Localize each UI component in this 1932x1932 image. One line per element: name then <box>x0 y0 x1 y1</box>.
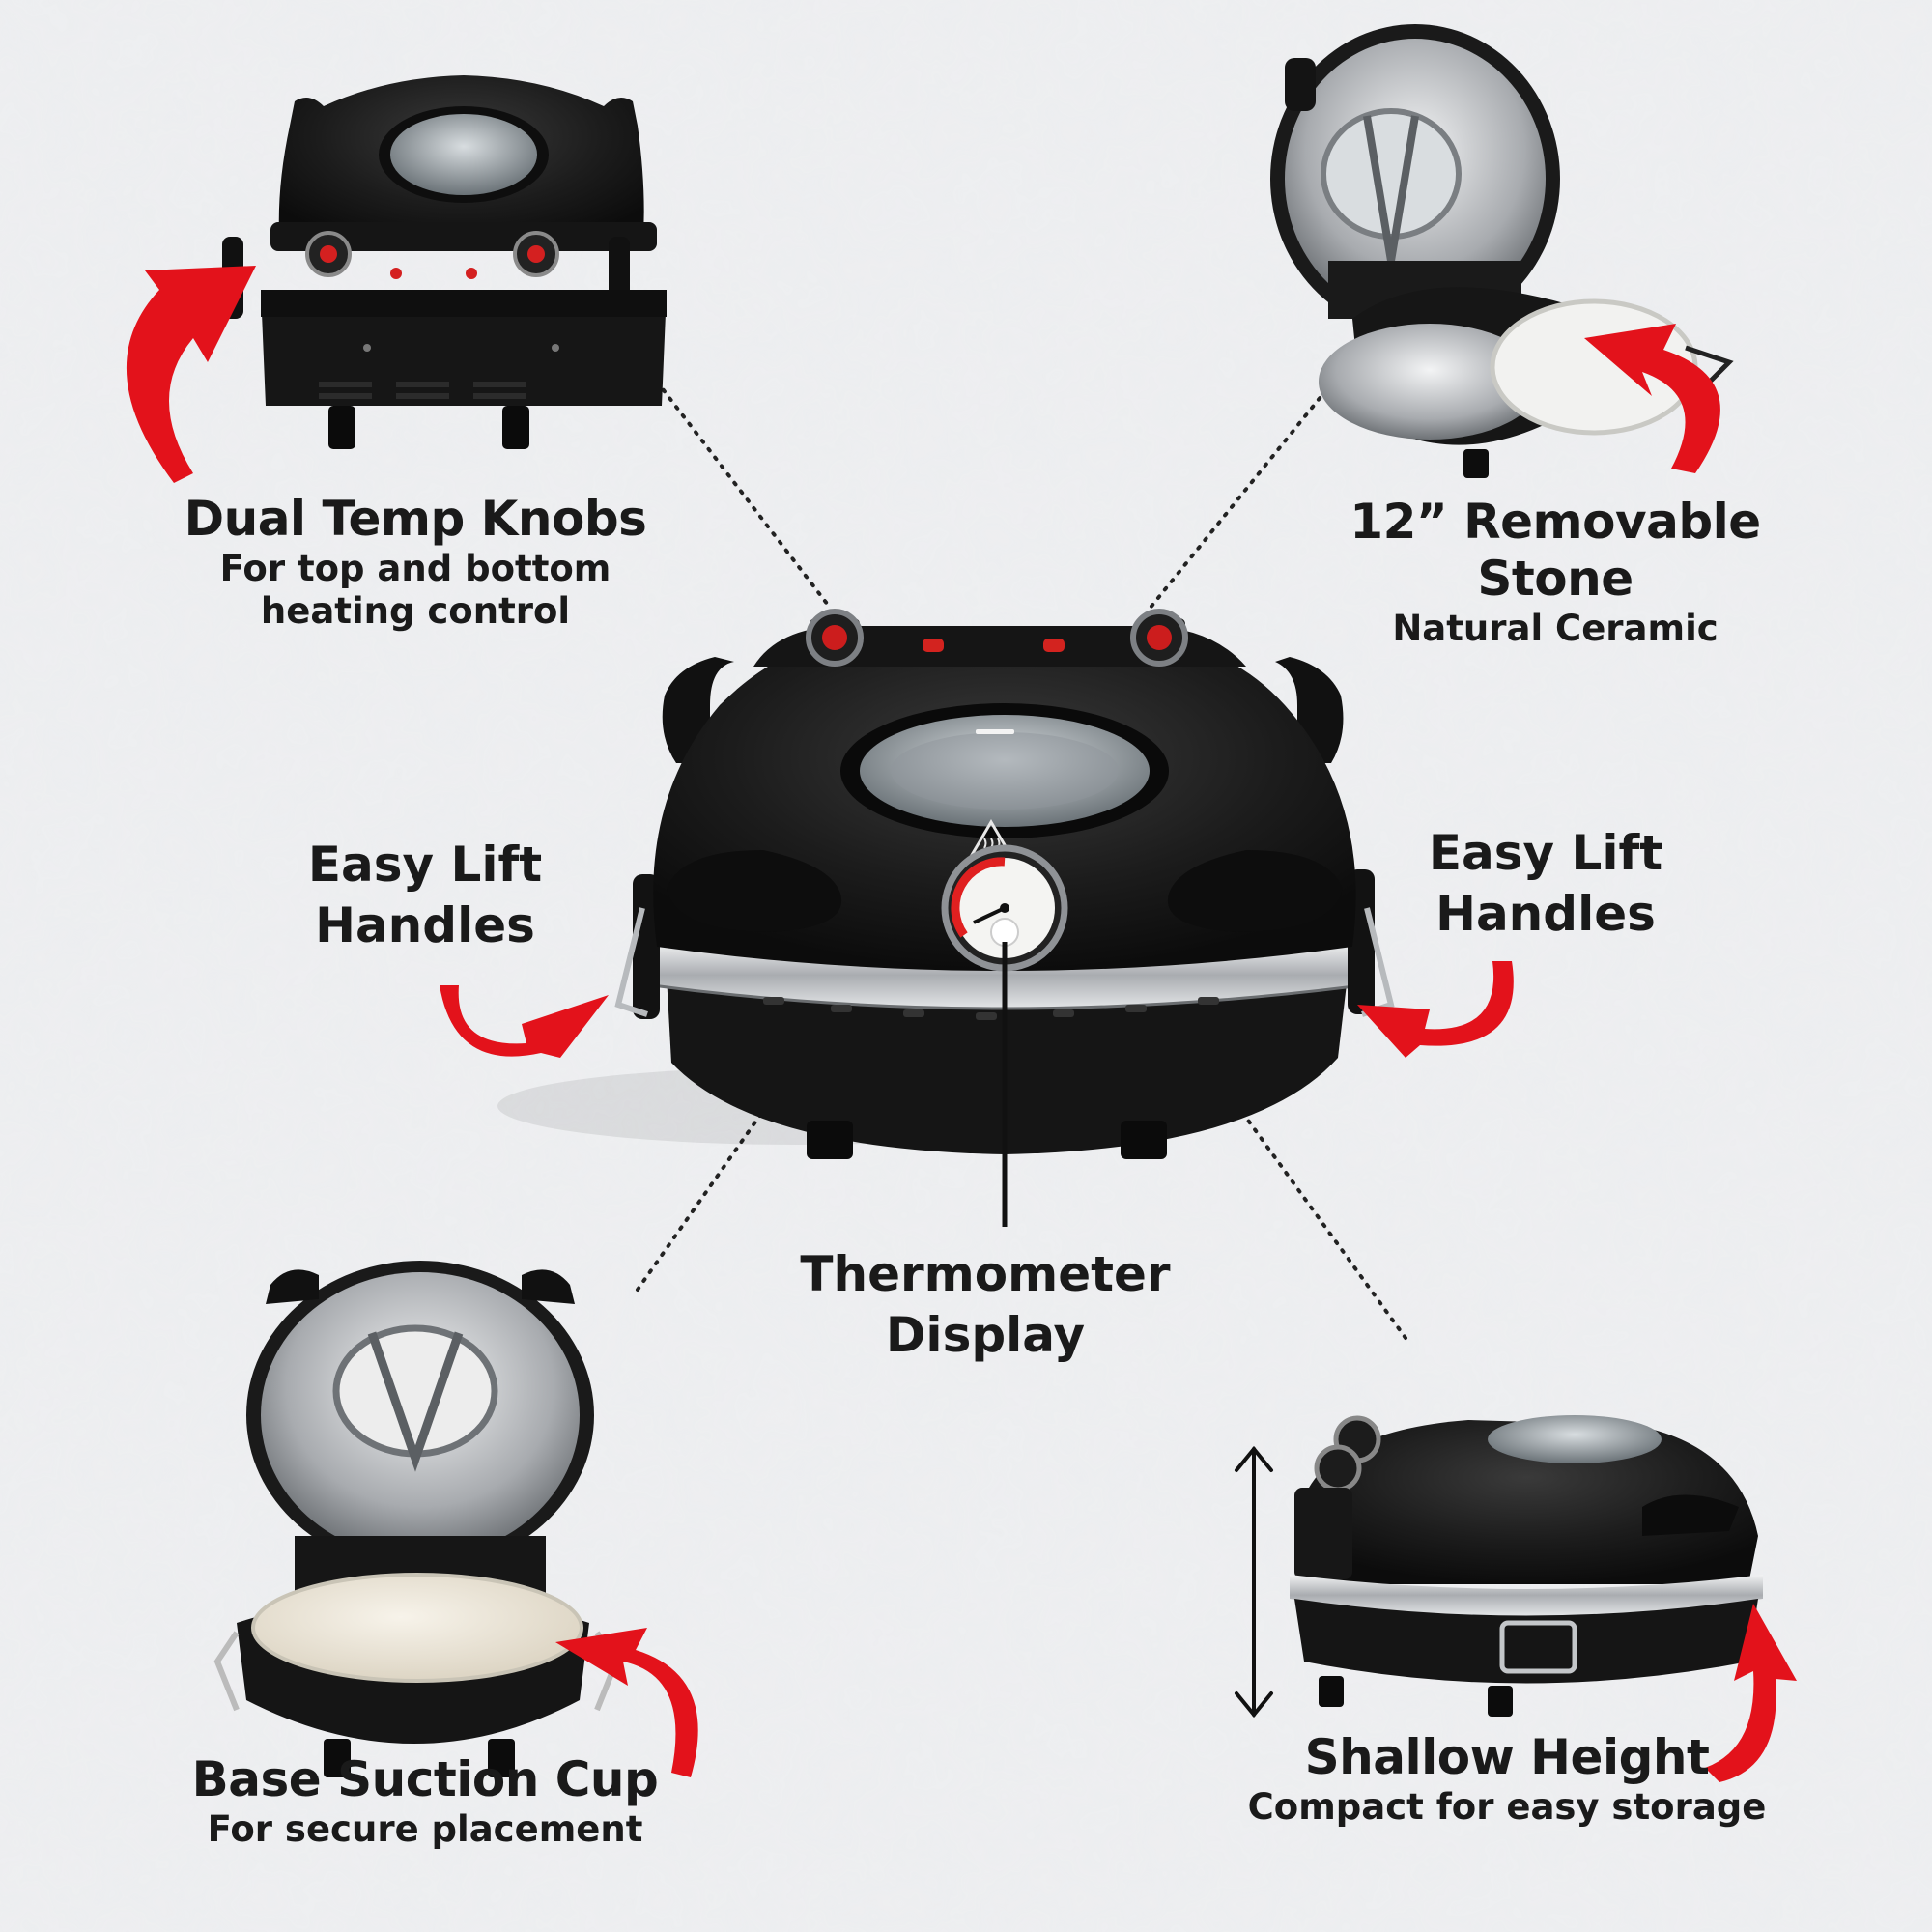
double-arrow-icon <box>1235 1445 1273 1719</box>
thermometer-gauge <box>941 844 1068 972</box>
curved-arrow-icon <box>1705 1604 1797 1782</box>
easy-lift-left-line2: Handles <box>315 896 535 953</box>
easy-lift-right-line2: Handles <box>1435 885 1656 942</box>
thermometer-line2: Display <box>885 1306 1086 1363</box>
easy-lift-right-line1: Easy Lift <box>1428 825 1663 881</box>
removable-stone-subtitle: Natural Ceramic <box>1392 608 1719 649</box>
curved-arrow-icon <box>555 1628 698 1777</box>
removable-stone-title: 12” Removable Stone <box>1350 494 1761 607</box>
curved-arrow-icon <box>1357 961 1514 1058</box>
label-shallow-height: Shallow Height Compact for easy storage <box>1236 1729 1777 1829</box>
main-pizza-oven <box>497 609 1395 1159</box>
shallow-height-title: Shallow Height <box>1304 1729 1710 1785</box>
base-suction-title: Base Suction Cup <box>191 1751 659 1807</box>
oven-open-stone-view <box>1270 24 1734 478</box>
label-easy-lift-left: Easy Lift Handles <box>290 835 560 955</box>
label-thermometer: Thermometer Display <box>792 1244 1179 1365</box>
oven-open-base-view <box>213 1261 620 1777</box>
base-suction-subtitle: For secure placement <box>207 1808 643 1850</box>
thermometer-line1: Thermometer <box>800 1246 1171 1302</box>
dual-temp-knobs-subtitle-1: For top and bottom <box>219 548 611 589</box>
curved-arrow-icon <box>440 985 609 1058</box>
top-temp-knob <box>806 609 864 667</box>
dual-temp-knobs-subtitle-2: heating control <box>260 589 571 632</box>
label-dual-temp-knobs: Dual Temp Knobs For top and bottom heati… <box>174 491 657 632</box>
dual-temp-knobs-title: Dual Temp Knobs <box>184 491 647 547</box>
easy-lift-left-line1: Easy Lift <box>307 837 543 893</box>
label-easy-lift-right: Easy Lift Handles <box>1410 823 1681 944</box>
oven-side-view <box>1290 1415 1763 1717</box>
oven-front-view <box>222 75 667 449</box>
shallow-height-subtitle: Compact for easy storage <box>1247 1786 1767 1828</box>
label-base-suction: Base Suction Cup For secure placement <box>179 1751 671 1851</box>
bottom-temp-knob <box>1130 609 1188 667</box>
curved-arrow-icon <box>1584 324 1720 473</box>
label-removable-stone: 12” Removable Stone Natural Ceramic <box>1285 494 1826 650</box>
curved-arrow-icon <box>126 266 256 483</box>
dotted-connectors <box>636 380 1407 1340</box>
